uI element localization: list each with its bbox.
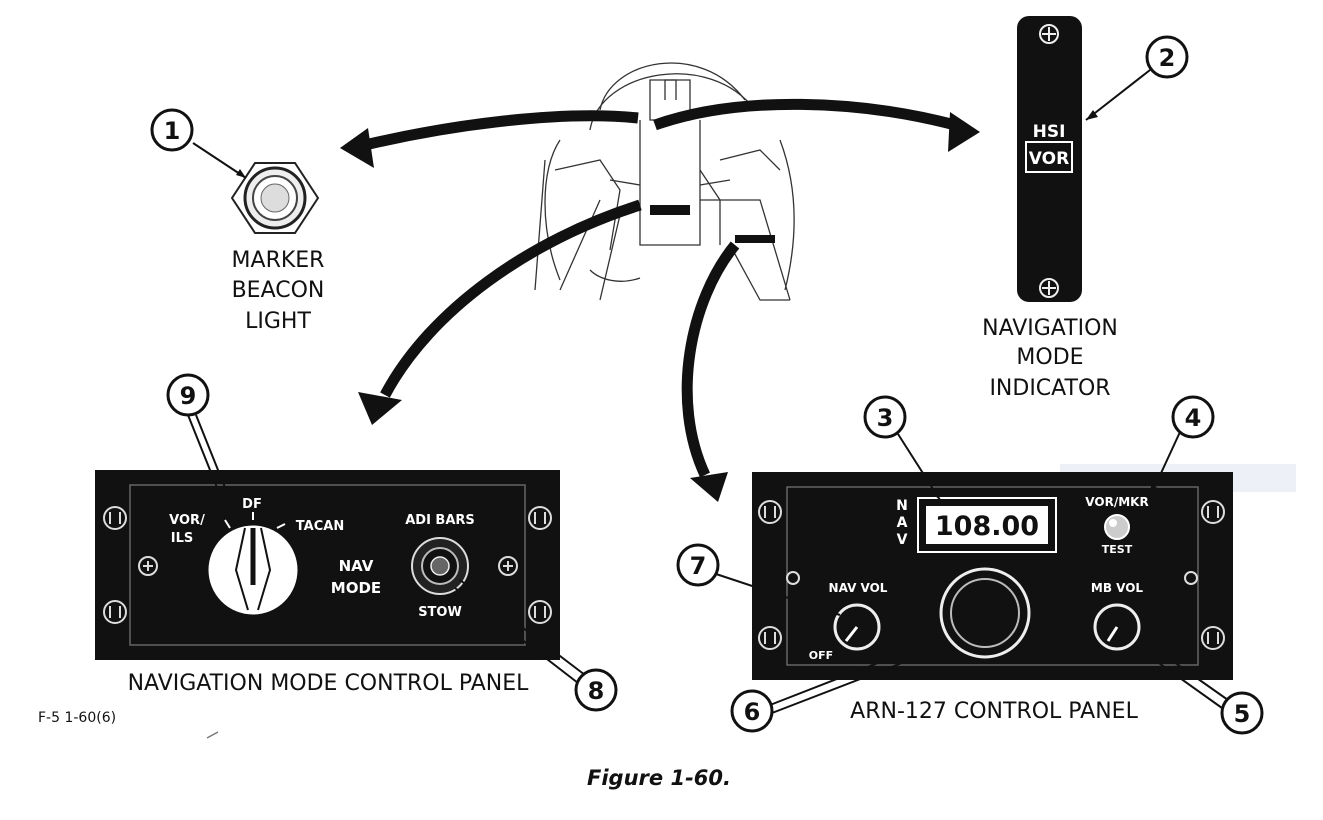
arrow-to-nav-mode-panel [380,199,642,398]
marker-beacon-label-3: LIGHT [245,309,311,334]
callout-2-number: 2 [1159,44,1176,72]
arrow-head-left [340,128,374,168]
callout-4: 4 [1149,395,1215,498]
nav-mode-panel-caption: NAVIGATION MODE CONTROL PANEL [128,671,530,696]
callout-7-number: 7 [690,552,707,580]
pointer-arrows [340,98,980,502]
arrow-head-down-left [358,392,402,425]
nav-vertical-a: A [897,515,908,531]
stray-mark [206,731,219,739]
position-vor-ils-1: VOR/ [169,513,205,528]
callout-2: 2 [1085,35,1189,121]
off-label: OFF [809,649,833,662]
hsi-label: HSI [1033,122,1066,142]
position-vor-ils-2: ILS [171,531,193,546]
nav-vertical-n: N [896,498,908,514]
vor-mkr-label: VOR/MKR [1085,495,1148,509]
callout-7: 7 [676,543,841,616]
marker-beacon-label-1: MARKER [232,248,325,273]
frequency-display [926,506,1048,544]
arrow-to-marker-beacon [363,110,639,151]
nav-vertical-v: V [897,532,908,548]
callout-3-number: 3 [877,404,894,432]
callout-9: 9 [166,373,241,526]
callout-4-number: 4 [1185,404,1202,432]
arrow-to-nav-mode-indicator [653,98,957,131]
vor-mkr-test-button [1104,514,1130,540]
callout-1: 1 [150,108,247,179]
callout-6: 6 [730,637,947,733]
figure-id: F-5 1-60(6) [38,710,116,726]
nav-mode-label-1: NAV [339,557,374,575]
nav-mode-label-2: MODE [331,579,381,597]
mb-vol-label: MB VOL [1091,581,1144,595]
callout-8-number: 8 [588,677,605,705]
adi-bars-label: ADI BARS [405,513,475,528]
cockpit-sketch [534,62,795,301]
callout-1-number: 1 [164,117,181,145]
arn-panel-screws [758,500,1225,650]
callout-3: 3 [863,395,941,501]
figure-caption: Figure 1-60. [587,766,731,790]
marker-beacon-light [230,162,320,234]
arn-127-control-panel [752,472,1233,680]
callout-5: 5 [1134,637,1264,735]
navigation-mode-control-panel [95,470,560,660]
arrow-head-down-right [690,472,728,502]
callout-5-number: 5 [1234,700,1251,728]
callout-8: 8 [454,579,618,712]
arrow-head-right [948,112,980,152]
callout-6-number: 6 [744,698,761,726]
nav-mode-indicator-label-2: MODE [1016,345,1083,370]
navigation-mode-indicator: HSI VOR [1017,16,1082,302]
nav-mode-indicator-label-3: INDICATOR [989,376,1110,401]
callout-9-number: 9 [180,382,197,410]
test-label: TEST [1102,543,1133,556]
nav-mode-indicator-label-1: NAVIGATION [982,316,1118,341]
stow-label: STOW [418,605,462,620]
vor-window-label: VOR [1029,149,1069,169]
arrow-to-arn-panel [681,241,740,478]
position-tacan: TACAN [296,519,344,534]
marker-beacon-label-2: BEACON [232,278,325,303]
panel-screws [103,506,552,624]
nav-vol-label: NAV VOL [829,581,888,595]
arn-panel-caption: ARN-127 CONTROL PANEL [850,699,1138,724]
position-df: DF [242,497,262,512]
frequency-readout: 108.00 [935,511,1039,542]
